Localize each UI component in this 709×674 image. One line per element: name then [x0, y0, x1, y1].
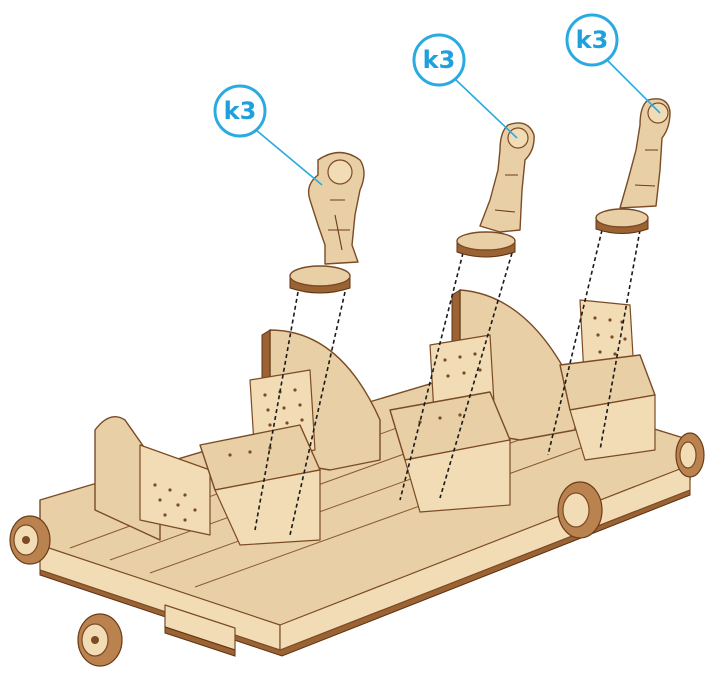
callout-1-leader: [256, 130, 322, 185]
figure-left: [290, 153, 364, 294]
wheel-rear-left: [78, 614, 122, 666]
callout-2: k3: [414, 35, 517, 138]
callout-1: k3: [215, 86, 322, 185]
figure-middle: [457, 123, 534, 257]
callout-3-label: k3: [576, 26, 609, 54]
figure-right: [596, 99, 670, 234]
wheel-rear-right: [676, 433, 704, 477]
callout-3-leader: [608, 61, 660, 113]
callout-2-label: k3: [423, 46, 456, 74]
callout-1-label: k3: [224, 97, 257, 125]
callout-3: k3: [567, 15, 660, 113]
wheel-front-right: [558, 482, 602, 538]
callout-2-leader: [456, 80, 517, 138]
wheel-front-left: [10, 516, 50, 564]
